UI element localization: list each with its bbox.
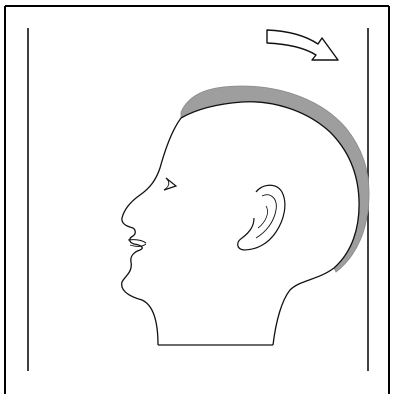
figure-frame (5, 6, 389, 394)
rotation-arrow-icon (267, 30, 338, 60)
hair-shading (181, 86, 369, 272)
inner-frame (28, 28, 368, 371)
head-outline (181, 102, 359, 345)
ear (238, 185, 285, 250)
face-profile (122, 118, 181, 345)
eye (164, 178, 176, 190)
